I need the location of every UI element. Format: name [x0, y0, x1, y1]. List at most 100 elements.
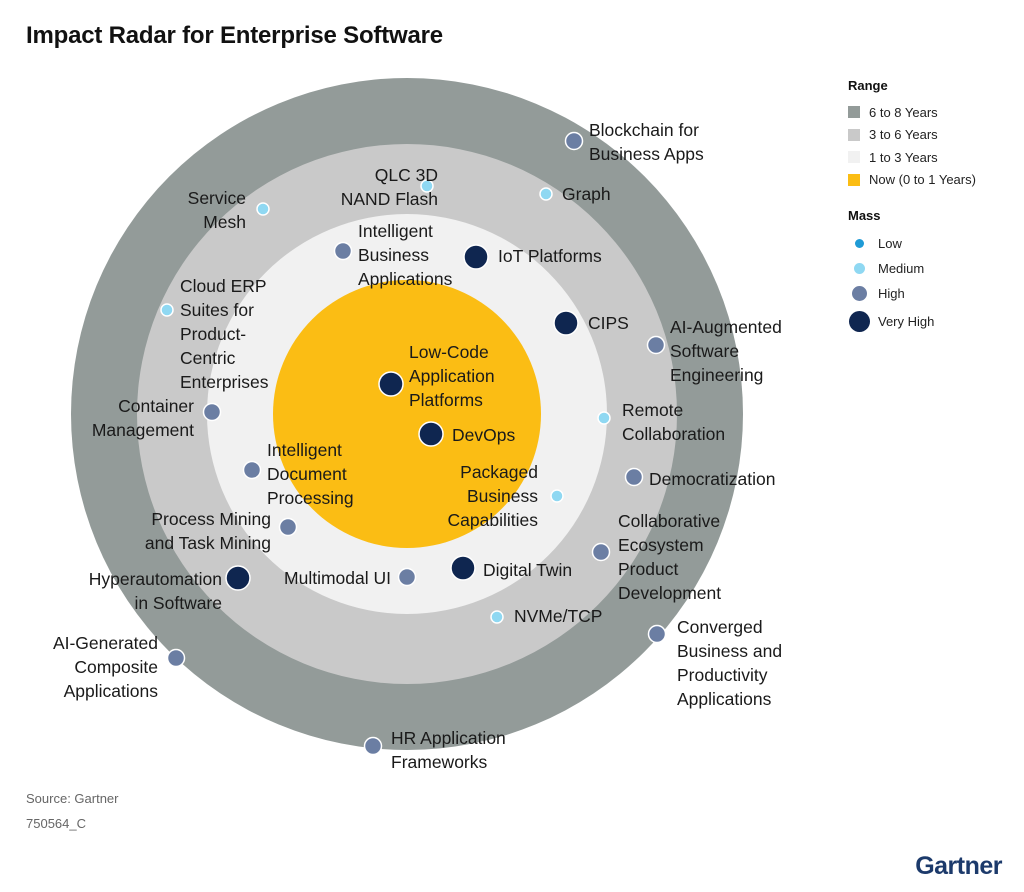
legend-range-item: 1 to 3 Years [848, 146, 976, 169]
technology-dot [450, 555, 476, 581]
technology-label-line: Collaborative [618, 511, 720, 531]
legend-range-label: 3 to 6 Years [869, 127, 938, 143]
technology-label: Democratization [649, 469, 775, 489]
technology-label-line: Applications [677, 689, 772, 709]
legend-mass-item: High [848, 281, 976, 306]
legend-range-label: Now (0 to 1 Years) [869, 172, 976, 188]
technology-dot [256, 202, 270, 216]
technology-dot [333, 241, 353, 261]
technology-item: Multimodal UI [284, 567, 417, 588]
technology-dot [225, 565, 251, 591]
technology-label-line: Product- [180, 324, 246, 344]
technology-label-line: Democratization [649, 469, 775, 489]
technology-label-line: Ecosystem [618, 535, 704, 555]
technology-dot [550, 489, 564, 503]
technology-label-line: Software [670, 341, 739, 361]
technology-dot [420, 179, 434, 193]
technology-dot [166, 648, 186, 668]
legend-swatch [848, 106, 860, 119]
technology-label-line: AI-Augmented [670, 317, 782, 337]
legend-mass-dot [851, 286, 867, 301]
technology-item: DevOps [418, 421, 515, 447]
legend-mass-dot [853, 263, 865, 274]
technology-label-line: Cloud ERP [180, 276, 267, 296]
technology-label-line: Business Apps [589, 144, 704, 164]
technology-label-line: Business [358, 245, 429, 265]
technology-item: IoT Platforms [463, 244, 602, 270]
technology-dot [553, 310, 579, 336]
technology-label-line: Graph [562, 184, 611, 204]
technology-label-line: Document [267, 464, 347, 484]
technology-label-line: Digital Twin [483, 560, 572, 580]
technology-dot [397, 567, 417, 587]
legend-swatch [848, 151, 860, 164]
technology-label-line: Mesh [203, 212, 246, 232]
technology-dot [463, 244, 489, 270]
legend-mass-item: Low [848, 231, 976, 256]
technology-label-line: Business and [677, 641, 782, 661]
technology-label-line: Packaged [460, 462, 538, 482]
technology-label-line: Intelligent [267, 440, 342, 460]
technology-label-line: Management [92, 420, 194, 440]
technology-item: CIPS [553, 310, 629, 336]
legend-range-item: 6 to 8 Years [848, 101, 976, 124]
technology-dot [490, 610, 504, 624]
technology-label-line: NAND Flash [341, 189, 438, 209]
technology-label: Hyperautomation in Software [89, 569, 222, 613]
technology-label-line: Hyperautomation [89, 569, 222, 589]
technology-label-line: Applications [64, 681, 159, 701]
technology-label-line: DevOps [452, 425, 515, 445]
technology-dot [418, 421, 444, 447]
technology-label-line: Processing [267, 488, 354, 508]
technology-label: DevOps [452, 425, 515, 445]
legend-mass-dot [848, 311, 870, 332]
technology-label: IoT Platforms [498, 246, 602, 266]
technology-dot [624, 467, 644, 487]
technology-label-line: Low-Code [409, 342, 489, 362]
technology-label-line: NVMe/TCP [514, 606, 602, 626]
technology-label-line: HR Application [391, 728, 506, 748]
page-title: Impact Radar for Enterprise Software [26, 22, 443, 49]
technology-label-line: Multimodal UI [284, 568, 391, 588]
legend-mass-label: Very High [878, 314, 935, 329]
technology-label-line: Enterprises [180, 372, 269, 392]
technology-dot [202, 402, 222, 422]
technology-label: Multimodal UI [284, 568, 391, 588]
legend-range-item: 3 to 6 Years [848, 124, 976, 147]
technology-label-line: Container [118, 396, 194, 416]
technology-dot [597, 411, 611, 425]
legend-mass-label: Low [878, 236, 902, 251]
technology-dot [564, 131, 584, 151]
technology-dot [278, 517, 298, 537]
technology-label-line: Blockchain for [589, 120, 699, 140]
technology-label-line: Applications [358, 269, 453, 289]
technology-label-line: in Software [134, 593, 222, 613]
legend-mass-label: Medium [878, 261, 925, 276]
technology-label-line: Frameworks [391, 752, 488, 772]
legend-mass-label: High [878, 286, 905, 301]
technology-dot [591, 542, 611, 562]
